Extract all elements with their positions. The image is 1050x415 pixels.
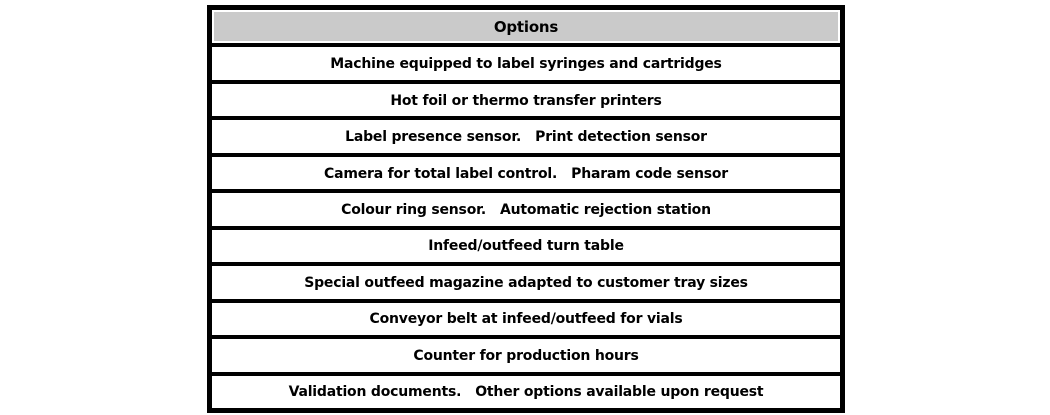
row-label: Special outfeed magazine adapted to cust… [304, 274, 748, 291]
table-row: Machine equipped to label syringes and c… [212, 47, 840, 80]
row-label: Camera for total label control. Pharam c… [324, 165, 728, 182]
table-row: Conveyor belt at infeed/outfeed for vial… [212, 302, 840, 336]
table-row: Colour ring sensor. Automatic rejection … [212, 193, 840, 226]
row-label: Label presence sensor. Print detection s… [345, 129, 707, 146]
options-table: Options Machine equipped to label syring… [207, 5, 845, 413]
row-divider [212, 262, 840, 267]
table-row: Camera for total label control. Pharam c… [212, 156, 840, 190]
row-label: Hot foil or thermo transfer printers [390, 92, 662, 109]
table-row: Counter for production hours [212, 339, 840, 372]
table-header-label: Options [493, 17, 559, 36]
row-divider [212, 298, 840, 303]
row-divider [212, 43, 840, 48]
row-divider [212, 152, 840, 157]
row-label: Machine equipped to label syringes and c… [330, 56, 722, 73]
row-divider [212, 116, 840, 121]
row-label: Counter for production hours [413, 347, 639, 364]
row-label: Conveyor belt at infeed/outfeed for vial… [369, 311, 683, 328]
row-divider [212, 79, 840, 84]
table-row: Label presence sensor. Print detection s… [212, 120, 840, 153]
table-header-row: Options [212, 10, 840, 44]
table-row: Hot foil or thermo transfer printers [212, 83, 840, 117]
row-label: Infeed/outfeed turn table [428, 238, 624, 255]
table-row: Validation documents. Other options avai… [212, 375, 840, 408]
row-divider [212, 371, 840, 376]
row-label: Validation documents. Other options avai… [288, 384, 764, 401]
row-divider [212, 335, 840, 340]
table-row: Infeed/outfeed turn table [212, 229, 840, 263]
row-divider [212, 225, 840, 230]
row-label: Colour ring sensor. Automatic rejection … [341, 201, 711, 218]
table-row: Special outfeed magazine adapted to cust… [212, 266, 840, 299]
row-divider [212, 189, 840, 194]
